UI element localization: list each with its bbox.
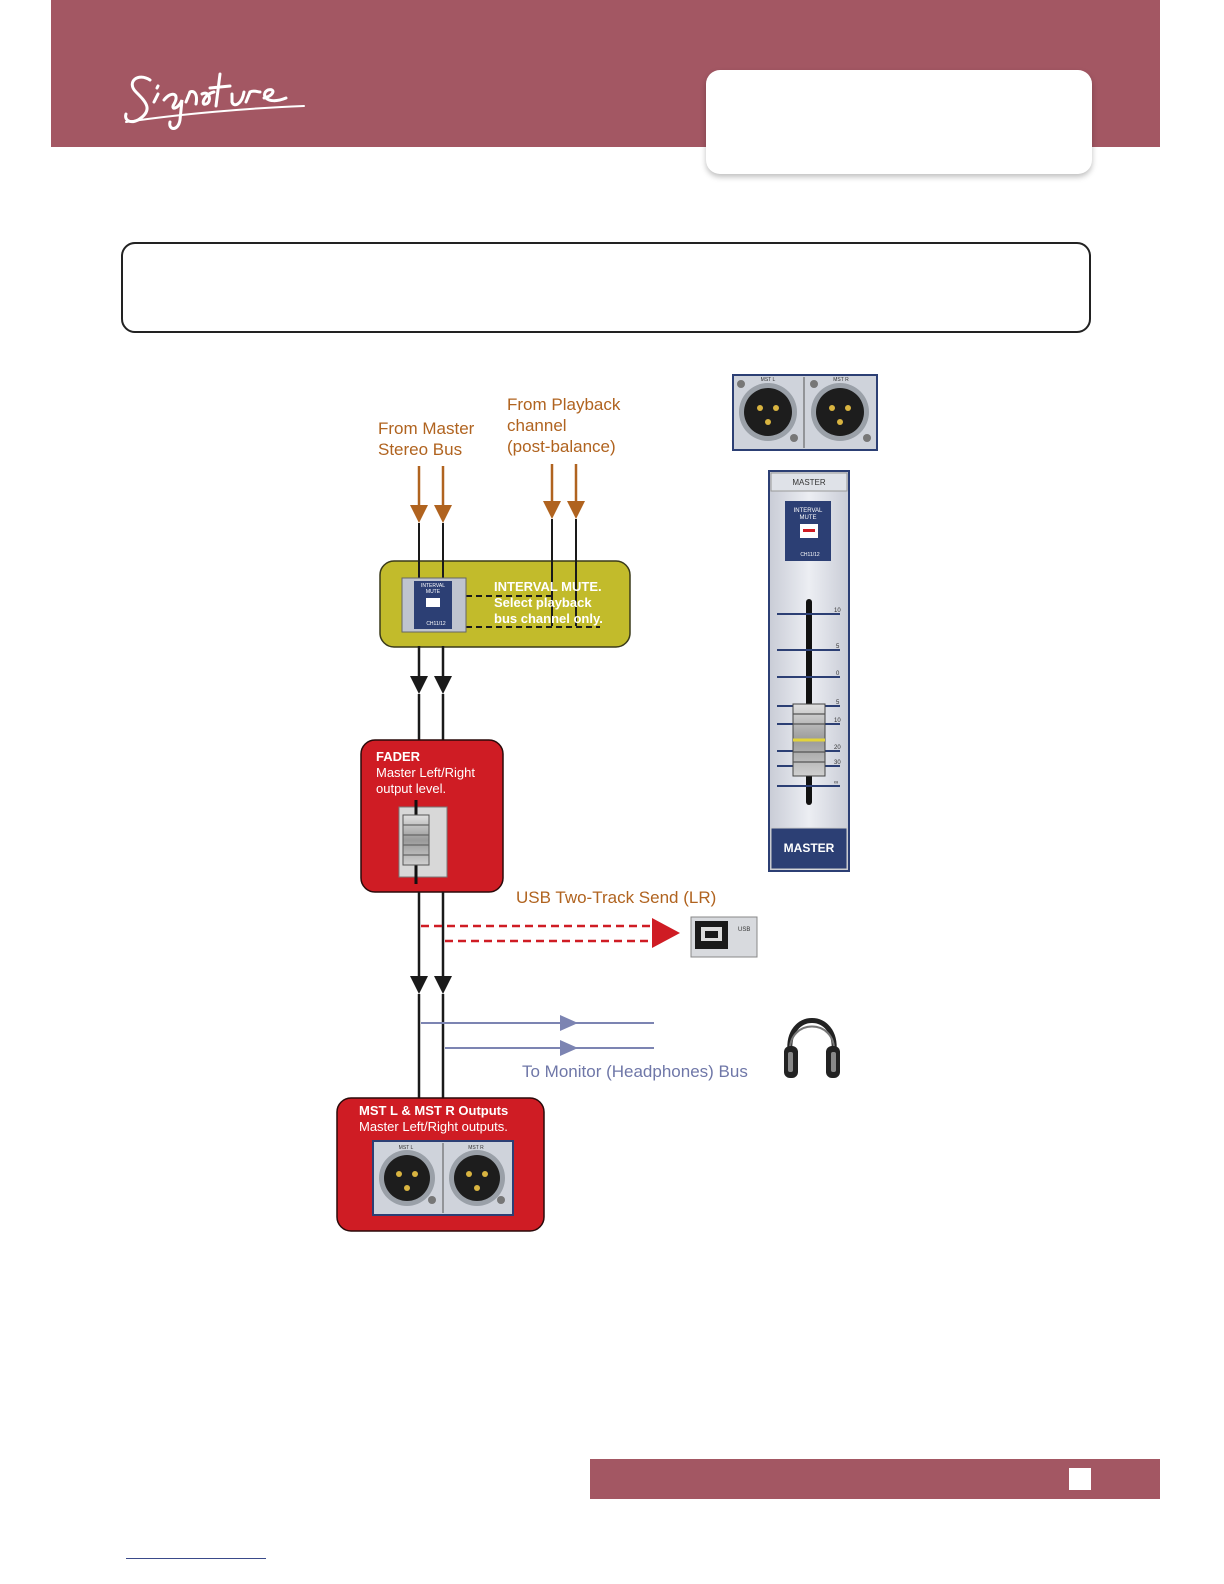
usb-b-port-icon: USB [690, 916, 758, 958]
label-usb-send: USB Two-Track Send (LR) [516, 888, 717, 907]
svg-text:10: 10 [834, 608, 841, 614]
header-title-box [706, 70, 1092, 174]
svg-text:20: 20 [834, 745, 841, 751]
svg-text:MST L: MST L [399, 1145, 414, 1151]
label-monitor-bus: To Monitor (Headphones) Bus [522, 1062, 748, 1081]
svg-text:MST L: MST L [761, 377, 776, 383]
section-title-box [121, 242, 1091, 333]
svg-text:10: 10 [834, 718, 841, 724]
svg-text:MUTE: MUTE [800, 515, 817, 521]
svg-text:MUTE: MUTE [426, 589, 441, 595]
svg-text:CH11/12: CH11/12 [426, 621, 446, 627]
outputs-text: MST L & MST R Outputs Master Left/Right … [359, 1103, 509, 1134]
footer-band [590, 1459, 1160, 1499]
svg-text:INTERVAL: INTERVAL [794, 508, 823, 514]
fader-text: FADER Master Left/Right output level. [376, 749, 475, 796]
svg-text:∞: ∞ [834, 780, 838, 786]
svg-text:CH11/12: CH11/12 [800, 552, 820, 558]
signature-logo [124, 72, 305, 130]
master-bus-input-lines [410, 464, 585, 523]
page-number-box [1069, 1468, 1091, 1490]
svg-text:USB: USB [738, 927, 750, 933]
svg-text:MASTER: MASTER [792, 478, 826, 487]
label-from-master: From Master Stereo Bus [378, 419, 475, 459]
label-from-playback: From Playback channel (post-balance) [507, 395, 621, 456]
svg-text:30: 30 [834, 760, 841, 766]
output-xlr-panel: MST L MST R [372, 1140, 514, 1216]
svg-text:MST R: MST R [833, 377, 849, 383]
footer-rule [126, 1558, 266, 1559]
usb-send-lines [421, 924, 660, 943]
headphones-icon [784, 1018, 840, 1078]
master-channel-strip: MASTER INTERVAL MUTE CH11/12 10 5 0 5 10… [768, 470, 850, 872]
svg-text:5: 5 [836, 700, 840, 706]
fader-knob-icon [402, 814, 430, 866]
svg-text:INTERVAL: INTERVAL [421, 583, 445, 589]
svg-text:0: 0 [836, 671, 840, 677]
svg-text:5: 5 [836, 644, 840, 650]
monitor-bus-lines [421, 1015, 654, 1056]
xlr-connector-icon: MST L MST R [732, 374, 878, 451]
interval-mute-text: INTERVAL MUTE. Select playback bus chann… [494, 579, 603, 626]
svg-text:MASTER: MASTER [784, 841, 835, 855]
svg-text:MST R: MST R [468, 1145, 484, 1151]
